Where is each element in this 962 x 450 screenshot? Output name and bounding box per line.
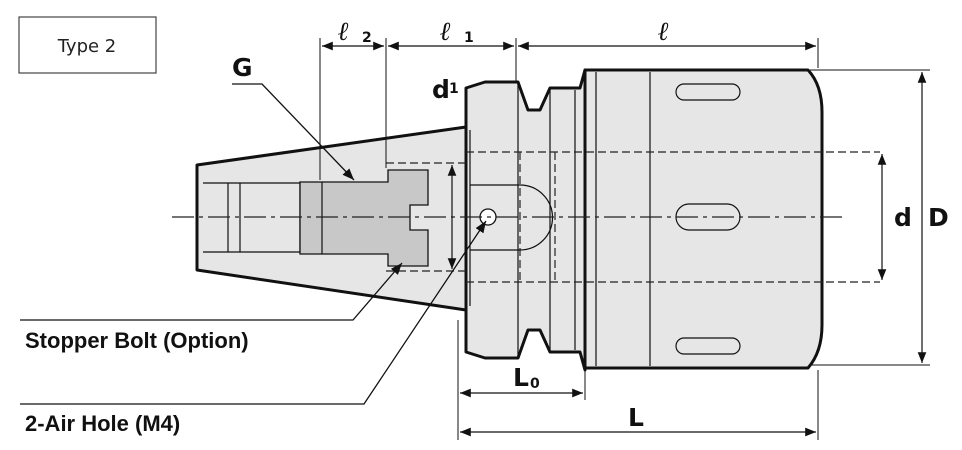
label-G: G: [232, 53, 253, 82]
holder-body: [195, 68, 824, 372]
label-d1-sub: 1: [449, 81, 459, 97]
label-d1: d: [432, 75, 450, 104]
label-D: D: [928, 203, 949, 232]
internal-bore: [203, 151, 880, 283]
leaders: [20, 83, 487, 405]
extension-lines: [319, 38, 930, 440]
type-label: Type 2: [57, 36, 117, 57]
type-box-frame: [18, 16, 157, 74]
label-l1: ℓ: [440, 17, 451, 47]
main-body: [583, 68, 824, 370]
leader-G: [232, 83, 355, 181]
label-l2: ℓ: [338, 17, 349, 47]
leader-air-hole: [20, 220, 487, 405]
stopper-bolt: [299, 169, 429, 267]
slot-bottom: [675, 337, 741, 355]
type-box: Type 2: [18, 16, 157, 74]
callout-air-hole: 2-Air Hole (M4): [25, 411, 180, 436]
label-L0-sub: 0: [530, 376, 540, 392]
dimension-lines: [322, 41, 927, 437]
slot-top: [675, 83, 741, 101]
dimension-labels: ℓ 2 ℓ 1 ℓ G d 1 d D L 0 L: [232, 17, 949, 432]
label-L: L: [628, 403, 644, 432]
leader-stopper-bolt: [20, 262, 403, 321]
label-l: ℓ: [658, 17, 669, 47]
callouts: Stopper Bolt (Option) 2-Air Hole (M4): [25, 328, 249, 436]
label-d: d: [894, 203, 912, 232]
label-l1-sub: 1: [464, 30, 474, 46]
callout-stopper-bolt: Stopper Bolt (Option): [25, 328, 249, 353]
label-L0: L: [513, 363, 529, 392]
label-l2-sub: 2: [362, 30, 372, 46]
